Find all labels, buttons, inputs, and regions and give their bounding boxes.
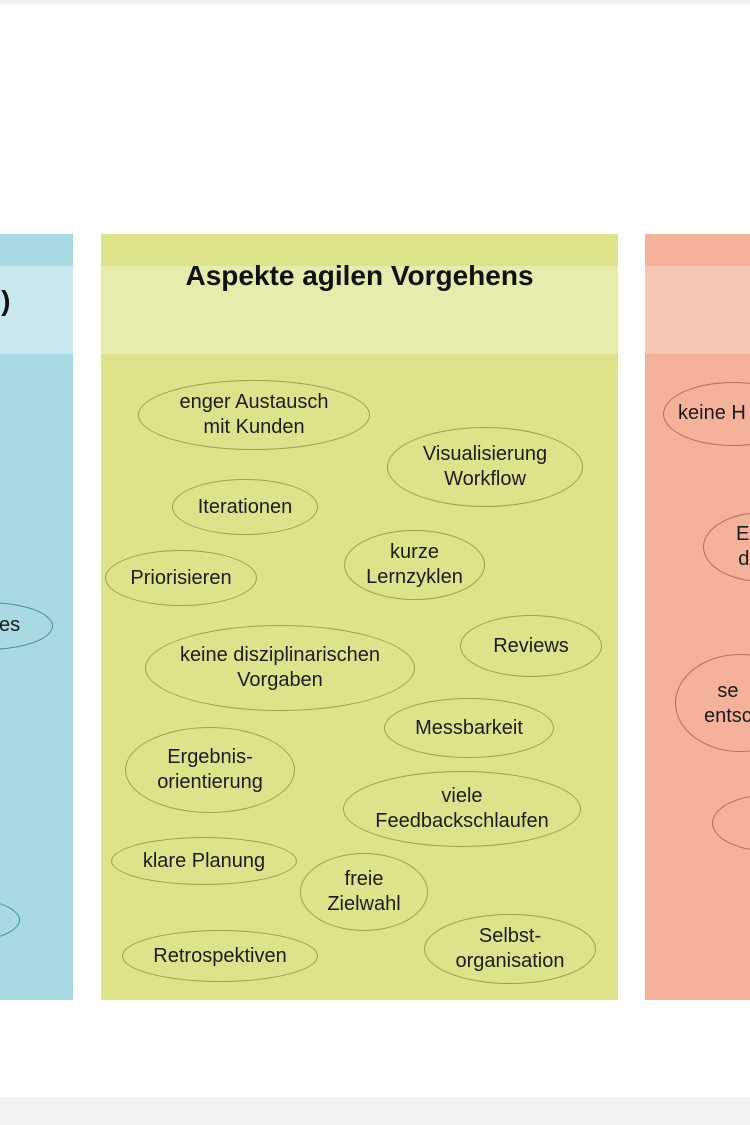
bubble-iterationen: Iterationen [172,479,318,535]
right-bubble-2: E d [703,512,750,582]
panel-left-title: ks) [0,285,11,316]
right-bubble-1: keine H [663,382,750,446]
bottom-edge [0,1097,750,1125]
top-edge [0,0,750,4]
left-bubble-1-label: es [0,614,21,636]
right-bubble-1-label: keine H [678,402,746,424]
bubble-viele-feedbackschlaufen: viele Feedbackschlaufen [343,771,581,847]
bubble-klare-planung: klare Planung [111,837,297,885]
right-bubble-2-label: E d [736,523,750,570]
bubble-freie-zielwahl: freie Zielwahl [300,853,428,931]
right-bubble-4 [712,794,750,852]
panel-left: ks) es [0,234,73,1000]
bubble-reviews: Reviews [460,615,602,677]
bubble-visualisierung: Visualisierung Workflow [387,427,583,507]
panel-right-header [645,266,750,354]
bubble-enger-austausch: enger Austausch mit Kunden [138,380,370,450]
bubble-messbarkeit: Messbarkeit [384,698,554,758]
bubble-ergebnisorientierung: Ergebnis- orientierung [125,727,295,813]
panel-right: keine H E d se entsc [645,234,750,1000]
left-bubble-2 [0,896,20,944]
panel-agile-title: Aspekte agilen Vorgehens [185,260,534,291]
bubble-retrospektiven: Retrospektiven [122,930,318,982]
bubble-selbstorganisation: Selbst- organisation [424,914,596,984]
right-bubble-3-label: se entsc [704,680,750,727]
panel-left-header [0,266,73,354]
right-bubble-3: se entsc [675,654,750,752]
panel-agile: Aspekte agilen Vorgehens enger Austausch… [101,234,618,1000]
panel-agile-header [101,266,618,354]
bubble-priorisieren: Priorisieren [105,550,257,606]
bubble-kurze-lernzyklen: kurze Lernzyklen [344,530,485,600]
bubble-keine-disziplinarischen: keine disziplinarischen Vorgaben [145,625,415,711]
left-bubble-1: es [0,602,53,650]
